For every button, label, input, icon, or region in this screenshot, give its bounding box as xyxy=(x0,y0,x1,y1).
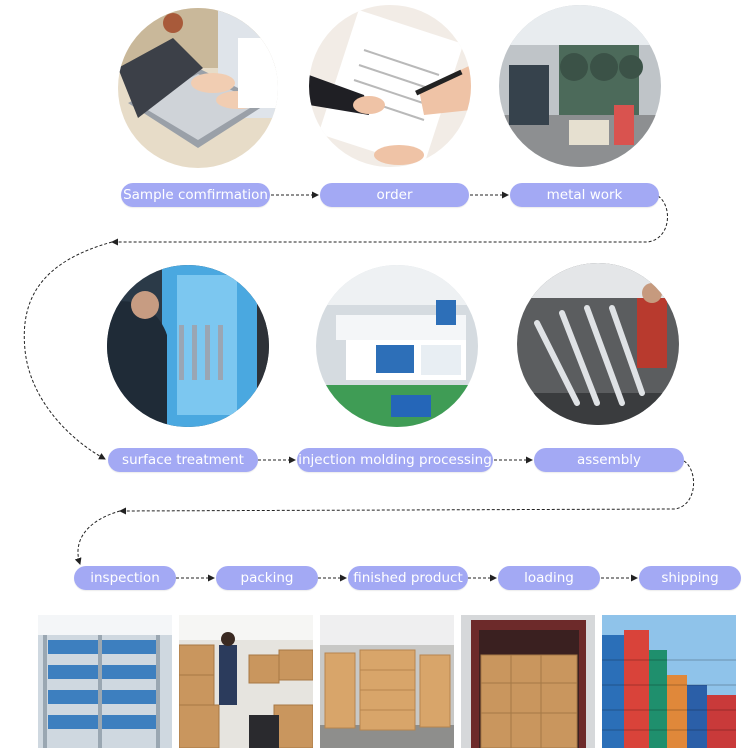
metal-work-photo xyxy=(499,5,661,167)
step-sample-confirmation: Sample comfirmation xyxy=(121,183,270,207)
laptop-typing-photo xyxy=(118,8,278,168)
arrow-return-2 xyxy=(119,460,695,515)
arrow-down-2 xyxy=(74,510,121,565)
arrow-down-1 xyxy=(23,241,113,460)
packing-boxes-photo xyxy=(179,615,313,748)
step-surface-treatment: surface treatment xyxy=(108,448,258,472)
loading-truck-photo xyxy=(461,615,595,748)
step-assembly: assembly xyxy=(534,448,684,472)
shipping-containers-photo xyxy=(602,615,736,748)
assembly-line-photo xyxy=(517,263,679,425)
inspection-racks-photo xyxy=(38,615,172,748)
step-injection-molding: injection molding processing xyxy=(297,448,493,472)
step-finished-product: finished product xyxy=(348,566,468,590)
injection-molding-photo xyxy=(316,265,478,427)
step-loading: loading xyxy=(498,566,600,590)
step-packing: packing xyxy=(216,566,318,590)
surface-treatment-photo xyxy=(107,265,269,427)
step-metal-work: metal work xyxy=(510,183,659,207)
finished-product-photo xyxy=(320,615,454,748)
step-order: order xyxy=(320,183,469,207)
order-signing-photo xyxy=(309,5,471,167)
arrow-return-1 xyxy=(111,195,668,246)
step-shipping: shipping xyxy=(639,566,741,590)
step-inspection: inspection xyxy=(74,566,176,590)
